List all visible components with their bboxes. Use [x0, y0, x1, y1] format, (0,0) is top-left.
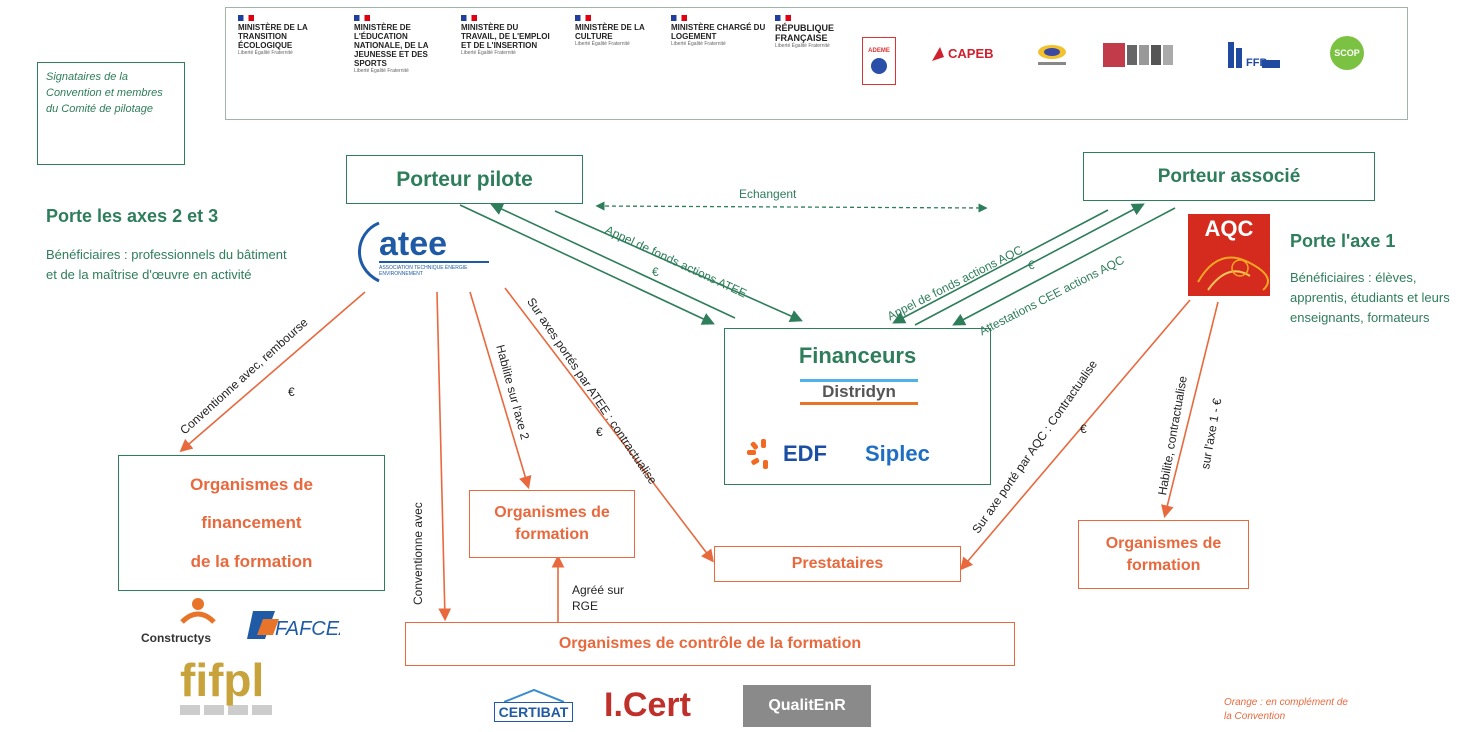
atee-to-prestataires-arrow	[504, 287, 714, 563]
ffb-logo: FFB	[1228, 38, 1280, 74]
aqc-to-prestataires-arrow	[959, 299, 1191, 571]
ministry-travail: MINISTÈRE DU TRAVAIL, DE L'EMPLOI ET DE …	[461, 15, 556, 56]
flag-icon	[354, 15, 370, 21]
grid-logo	[1103, 43, 1173, 67]
constructys-icon	[180, 598, 216, 624]
euro-atee-label: €	[596, 425, 603, 439]
fafcea-logo: FAFCEA	[245, 605, 352, 645]
atee-to-controle-arrow	[436, 291, 452, 622]
prestataires-box: Prestataires	[714, 546, 961, 582]
distridyn-logo: Distridyn	[800, 379, 918, 405]
attestations-arrow	[952, 207, 1176, 326]
beneficiaires-right: Bénéficiaires : élèves, apprentis, étudi…	[1290, 270, 1450, 325]
org-financement-line2: financement	[201, 513, 302, 532]
fifpl-logo: fifpl	[180, 655, 280, 727]
echangent-arrow	[595, 201, 988, 213]
financeurs-box: Financeurs Distridyn EDF Siplec	[724, 328, 991, 485]
qualitenr-logo: QualitEnR	[743, 685, 871, 727]
org-financement-line3: de la formation	[190, 551, 313, 571]
org-formation-title: Organismes de formation	[494, 504, 610, 543]
echangent-label: Echangent	[739, 187, 797, 201]
porteur-pilote-title: Porteur pilote	[396, 167, 533, 191]
conventionne-avec-label: Conventionne avec	[411, 502, 425, 605]
aqc-to-formation-arrow	[1161, 301, 1219, 519]
orange-note: Orange : en complément de la Convention	[1224, 697, 1348, 722]
capeb-logo: CAPEB	[930, 43, 1012, 65]
porte-axes-title: Porte les axes 2 et 3	[46, 206, 219, 226]
signatories-panel	[225, 7, 1408, 120]
org-formation-right-title: Organismes de formation	[1105, 534, 1222, 574]
atee-logo: atee ASSOCIATION TECHNIQUE ÉNERGIE ENVIR…	[349, 215, 494, 288]
org-controle-title: Organismes de contrôle de la formation	[558, 635, 862, 652]
financeurs-to-pilote-arrow	[490, 203, 736, 319]
prestataires-title: Prestataires	[791, 555, 884, 572]
certibat-logo: CERTIBAT	[487, 684, 580, 726]
org-formation-box: Organismes de formation	[469, 490, 635, 558]
pilote-to-financeurs-arrow	[459, 204, 715, 325]
ademe-logo: ADEME	[862, 37, 896, 85]
edf-sun-icon	[747, 439, 768, 469]
porteur-associe-box: Porteur associé	[1083, 152, 1375, 201]
signatories-legend: Signataires de la Convention et membres …	[37, 62, 185, 165]
porte-axe-1-title: Porte l'axe 1	[1290, 231, 1396, 251]
svg-text:FAFCEA: FAFCEA	[275, 618, 340, 640]
svg-text:atee: atee	[379, 225, 447, 263]
aqc-logo: AQC	[1188, 214, 1270, 296]
atee-to-financement-arrow	[179, 291, 366, 453]
scop-btp-logo	[1030, 40, 1074, 68]
atee-logo-icon: atee	[358, 221, 489, 283]
signatories-legend-text: Signataires de la Convention et membres …	[46, 71, 163, 115]
org-formation-right-box: Organismes de formation	[1078, 520, 1249, 589]
org-controle-box: Organismes de contrôle de la formation	[405, 622, 1015, 666]
org-financement-line1: Organismes de	[190, 474, 313, 494]
porteur-associe-title: Porteur associé	[1157, 165, 1301, 187]
flag-icon	[461, 15, 477, 21]
financeurs-to-associe-arrow	[914, 203, 1145, 326]
org-financement-box: Organismes de financement de la formatio…	[118, 455, 385, 591]
flag-icon	[775, 15, 791, 21]
svg-text:CAPEB: CAPEB	[948, 46, 994, 61]
euro-conventionne-label: €	[288, 385, 295, 399]
scop-logo: SCOP	[1330, 36, 1364, 70]
euro-aqc-label: €	[1080, 422, 1087, 436]
agree-label: Agréé sur RGE	[572, 583, 625, 613]
porteur-pilote-box: Porteur pilote	[346, 155, 583, 204]
constructys-logo: Constructys	[126, 596, 226, 656]
euro-right-label: €	[1028, 258, 1035, 272]
appel-atee-arrow	[554, 210, 803, 322]
flag-icon	[671, 15, 687, 21]
siplec-logo: Siplec	[865, 441, 930, 466]
capeb-icon: CAPEB	[932, 46, 994, 61]
flag-icon	[238, 15, 254, 21]
euro-left-label: €	[652, 265, 659, 279]
icert-logo: I.Cert	[604, 686, 691, 724]
appel-aqc-arrow	[892, 209, 1109, 324]
atee-to-formation-arrow	[469, 291, 532, 490]
financeurs-title: Financeurs	[798, 343, 917, 368]
ministry-education: MINISTÈRE DE L'ÉDUCATION NATIONALE, DE L…	[354, 15, 449, 74]
flag-icon	[575, 15, 591, 21]
edf-logo: EDF	[747, 439, 827, 469]
beneficiaires-left: Bénéficiaires : professionnels du bâtime…	[46, 247, 287, 282]
